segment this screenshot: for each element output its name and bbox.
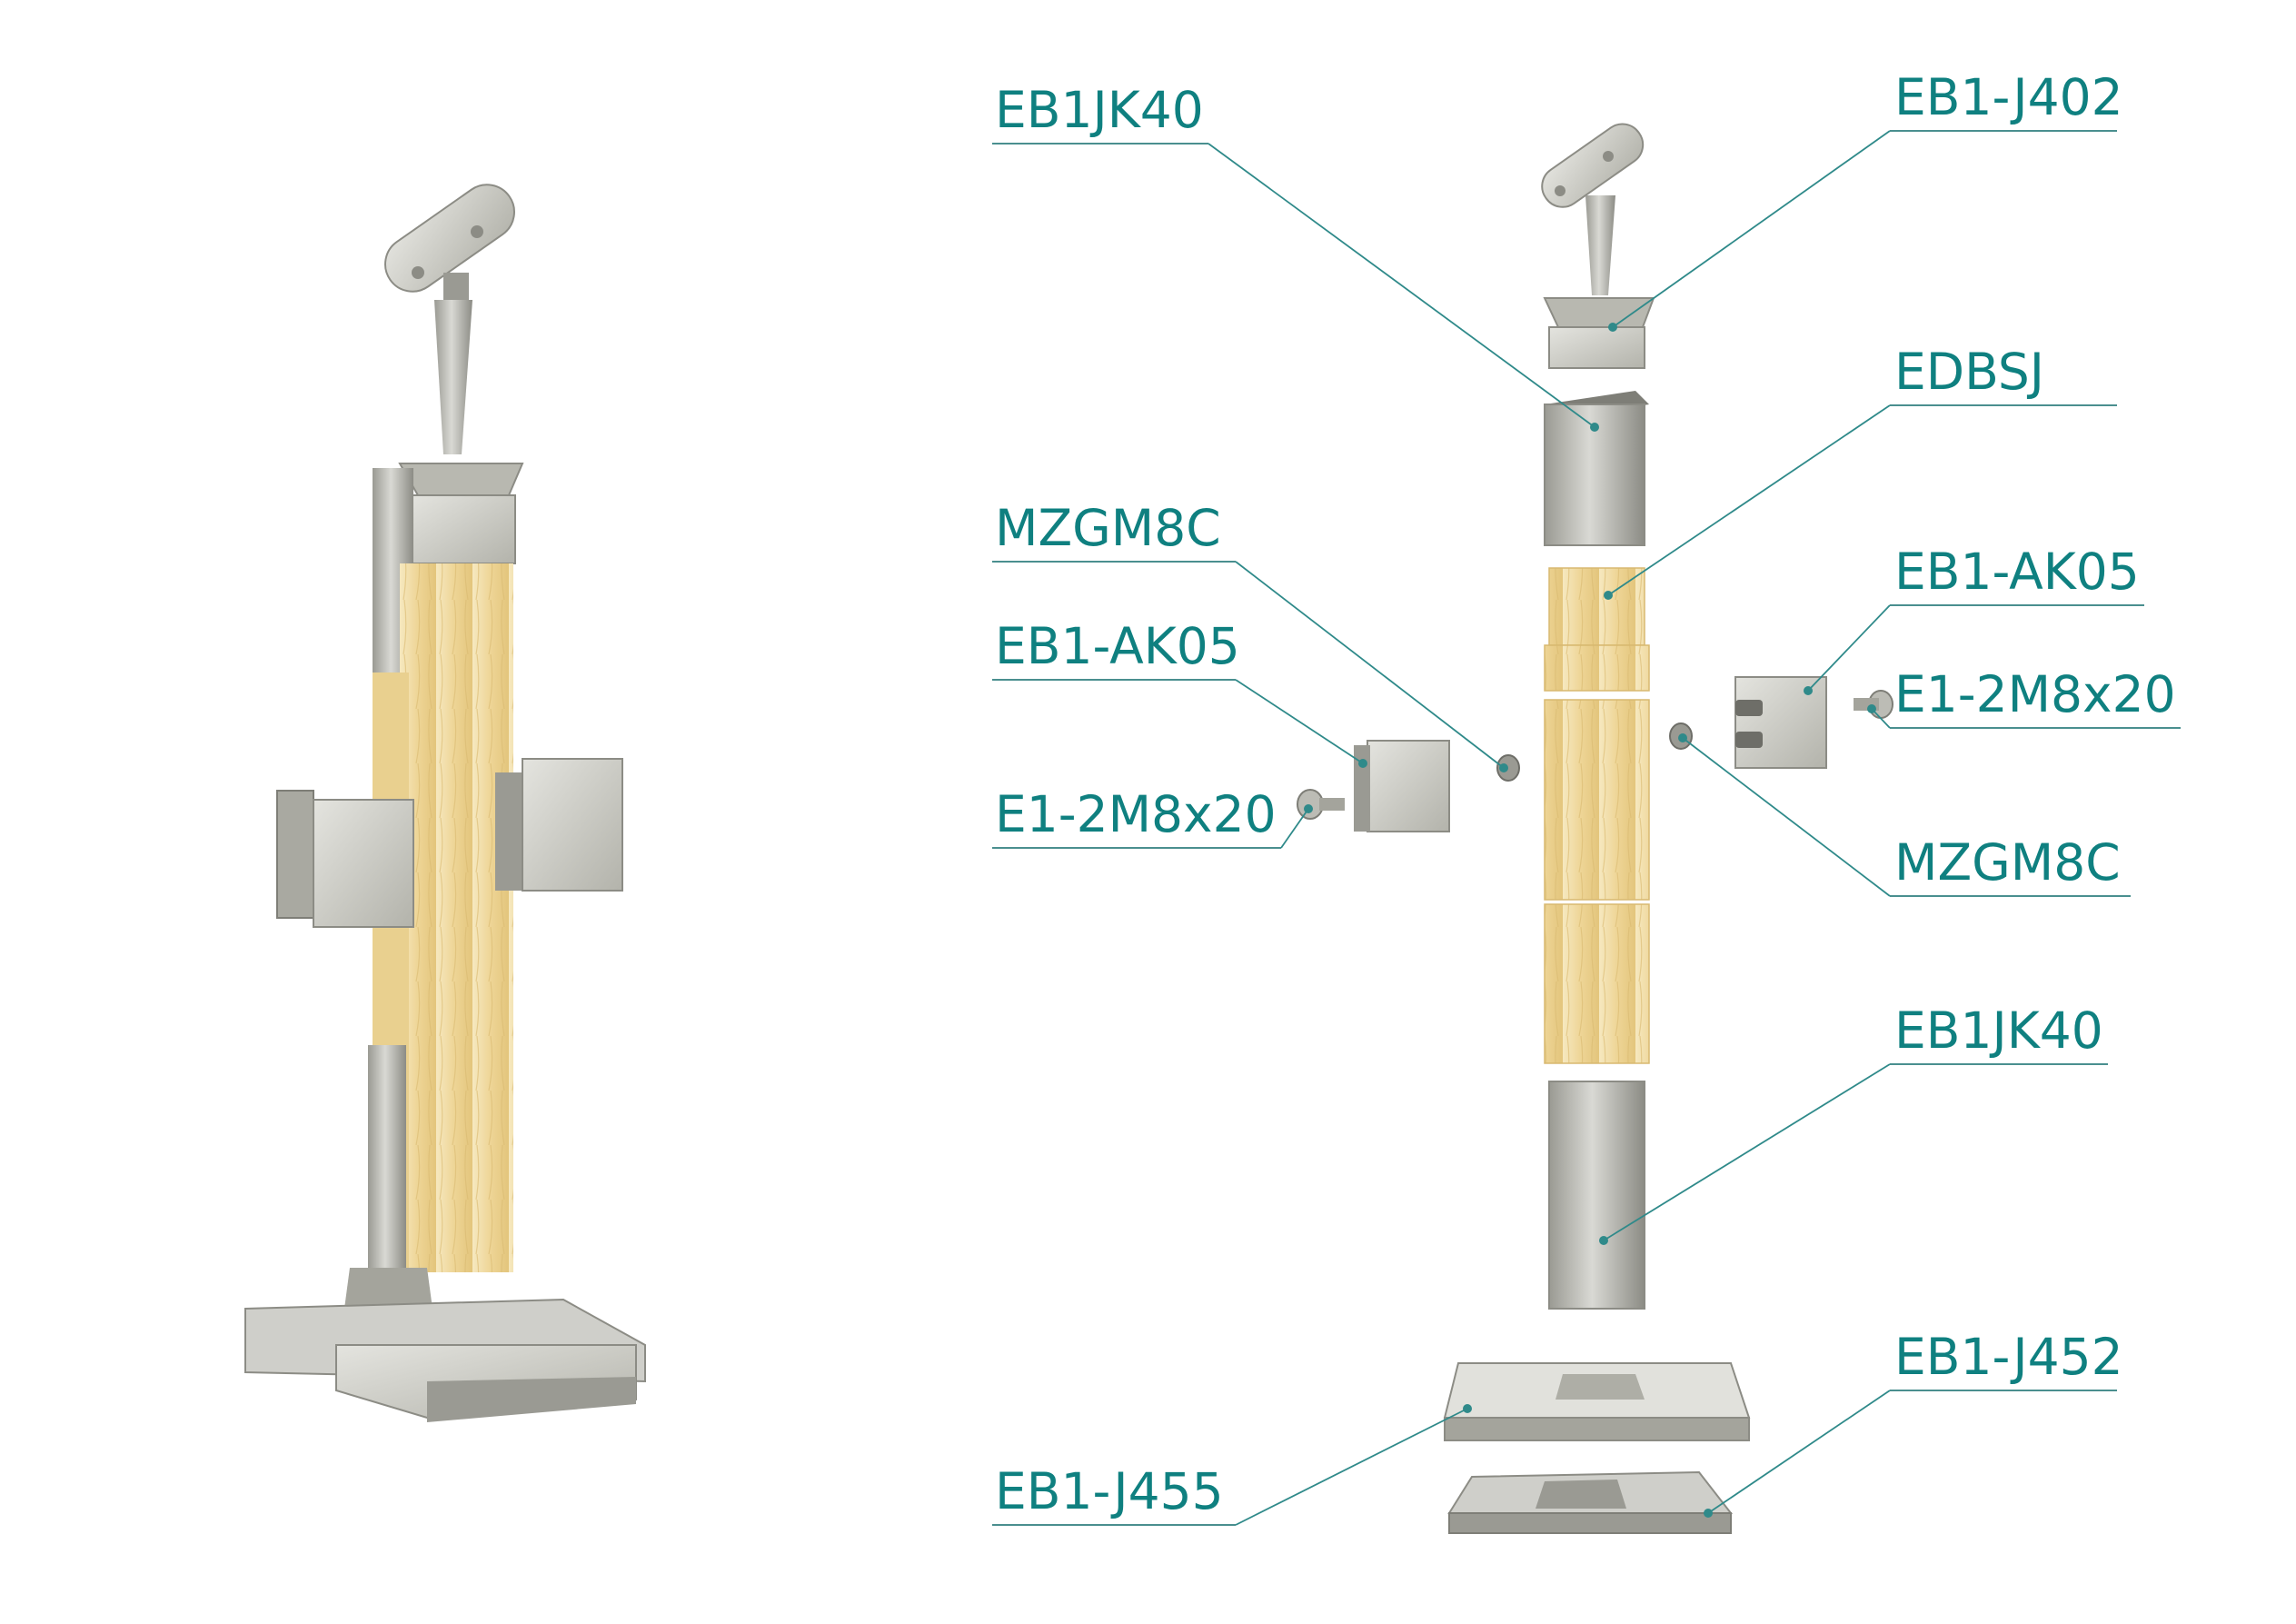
label-eb1jk40-top: EB1JK40 [995,81,1204,139]
callout-eb1jk40-top: EB1JK40 [992,81,1599,432]
label-eb1jk40-bottom: EB1JK40 [1894,1001,2103,1060]
label-eb1-ak05-left: EB1-AK05 [995,617,1240,675]
callout-eb1-j452: EB1-J452 [1704,1328,2123,1518]
callout-e1-2m8x20-left: E1-2M8x20 [992,785,1313,849]
callout-eb1-ak05-left: EB1-AK05 [992,617,1367,768]
part-upper-tube [1544,391,1649,546]
callout-eb1jk40-bottom: EB1JK40 [1599,1001,2108,1245]
callout-eb1-j455: EB1-J455 [992,1404,1472,1526]
assembled-base-plate [244,1268,646,1422]
exploded-parts [1297,123,1893,1534]
label-edbsj: EDBSJ [1894,343,2044,401]
assembled-handrail-saddle [384,184,515,454]
label-eb1-j452: EB1-J452 [1894,1328,2123,1386]
part-base-plate [1447,1470,1734,1534]
assembled-glass-clamp-left [276,790,414,928]
callout-mzgm8c-left: MZGM8C [992,499,1508,772]
label-eb1-j402: EB1-J402 [1894,68,2123,126]
callout-eb1-ak05-right: EB1-AK05 [1804,543,2144,695]
callout-edbsj: EDBSJ [1604,343,2117,600]
part-handrail-saddle [1541,123,1655,369]
callout-eb1-j402: EB1-J402 [1608,68,2123,332]
part-wood-post [1544,567,1650,1064]
label-eb1-j455: EB1-J455 [995,1462,1224,1520]
part-lower-tube [1548,1081,1645,1310]
label-mzgm8c-left: MZGM8C [995,499,1221,557]
label-e1-2m8x20-right: E1-2M8x20 [1894,665,2176,723]
label-mzgm8c-right: MZGM8C [1894,833,2121,892]
assembled-post [244,184,646,1422]
callout-mzgm8c-right: MZGM8C [1678,733,2131,897]
label-eb1-ak05-right: EB1-AK05 [1894,543,2140,601]
part-glass-clamp-left [1354,740,1450,832]
label-e1-2m8x20-left: E1-2M8x20 [995,785,1277,843]
assembled-glass-clamp-right [495,758,623,892]
callout-e1-2m8x20-right: E1-2M8x20 [1867,665,2181,729]
part-base-cover [1443,1362,1751,1441]
part-screw-right [1854,690,1893,719]
part-glass-clamp-right [1734,676,1827,769]
assembled-top-cap [398,463,524,496]
part-screw-left [1297,789,1345,820]
assembled-wood-core [400,563,513,1272]
